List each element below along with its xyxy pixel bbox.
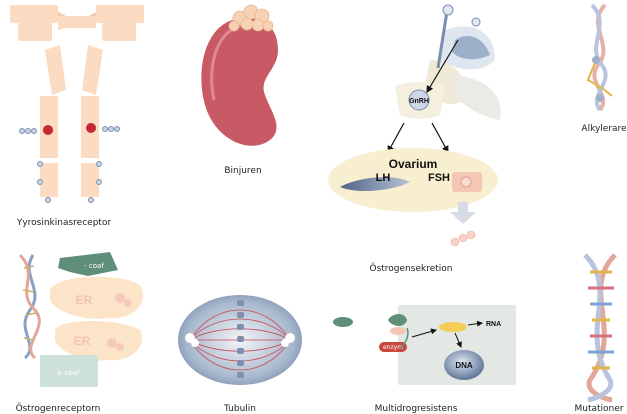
lh-label: LH bbox=[376, 172, 391, 184]
alkylating-dna-illustration bbox=[586, 3, 613, 112]
coaf-top-label: - coaf bbox=[84, 262, 104, 270]
caption-estrogen-receptor: Östrogenreceptorn bbox=[16, 403, 101, 414]
rna-label: RNA bbox=[486, 321, 501, 328]
gnrh-label: GnRH bbox=[409, 98, 429, 105]
caption-mutations: Mutationer bbox=[575, 404, 624, 414]
tubulin-spindle-illustration bbox=[178, 295, 302, 385]
enzyme-label: enzym bbox=[383, 344, 403, 351]
caption-tubulin: Tubulin bbox=[223, 404, 256, 414]
caption-estrogen-secretion: Östrogensekretion bbox=[370, 263, 453, 274]
hpg-axis-illustration: GnRH Ovarium LH FSH bbox=[328, 4, 501, 247]
coaf-bottom-label: + coaf bbox=[57, 369, 81, 377]
multidrug-resistance-illustration: enzym RNA DNA bbox=[333, 305, 516, 385]
caption-alkylating: Alkylerare bbox=[581, 124, 627, 134]
tyrosine-kinase-receptor-illustration bbox=[10, 5, 144, 203]
caption-multidrug: Multidrogresistens bbox=[375, 404, 458, 414]
er-bottom-label: ER bbox=[74, 334, 91, 348]
adrenal-kidney-illustration bbox=[201, 4, 278, 146]
fsh-label: FSH bbox=[428, 172, 450, 184]
estrogen-receptor-illustration: - coaf ER ER + coaf bbox=[18, 252, 144, 387]
ovarium-label: Ovarium bbox=[389, 157, 438, 171]
er-top-label: ER bbox=[76, 293, 93, 307]
caption-adrenal: Binjuren bbox=[224, 166, 261, 176]
mutations-dna-illustration bbox=[583, 253, 617, 403]
dna-label: DNA bbox=[455, 361, 473, 370]
caption-tyrosine: Yyrosinkinasreceptor bbox=[16, 218, 112, 228]
